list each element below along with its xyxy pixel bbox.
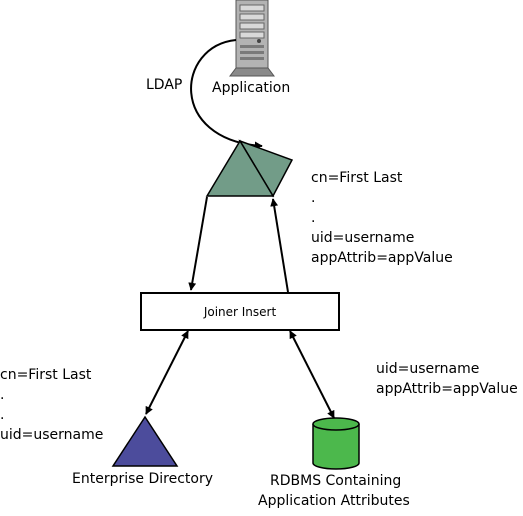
joiner-insert-box: Joiner Insert	[140, 292, 340, 331]
arrow-vdir-to-joiner	[188, 196, 208, 291]
enterprise-directory-icon	[111, 415, 179, 467]
arrow-joiner-rdbms	[289, 330, 335, 419]
attribute-line: uid=username	[0, 427, 104, 443]
arrow-joiner-enterprise	[145, 330, 189, 415]
attribute-line: uid=username	[311, 230, 415, 246]
database-cylinder-icon	[312, 417, 360, 470]
attribute-line: appAttrib=appValue	[376, 381, 518, 397]
virtual-directory-attributes: cn=First Last . . uid=username appAttrib…	[311, 168, 453, 268]
joiner-insert-label: Joiner Insert	[203, 304, 277, 319]
rdbms-attributes: uid=username appAttrib=appValue	[376, 359, 518, 399]
rdbms-label-line2: Application Attributes	[258, 493, 410, 509]
attribute-line: uid=username	[376, 361, 480, 377]
ldap-label: LDAP	[146, 77, 183, 93]
rdbms-label-line1: RDBMS Containing	[270, 473, 402, 489]
enterprise-directory-label: Enterprise Directory	[72, 471, 213, 487]
server-icon	[229, 0, 275, 77]
attribute-line: appAttrib=appValue	[311, 250, 453, 266]
attribute-line: .	[0, 387, 5, 403]
attribute-line: .	[0, 407, 5, 423]
attribute-line: cn=First Last	[311, 170, 403, 186]
attribute-line: cn=First Last	[0, 367, 92, 383]
virtual-directory-icon	[205, 139, 294, 198]
application-label: Application	[212, 80, 291, 96]
attribute-line: .	[311, 210, 316, 226]
enterprise-directory-attributes: cn=First Last . . uid=username	[0, 365, 103, 445]
ldap-connection	[190, 39, 263, 150]
arrow-joiner-to-vdir	[270, 198, 289, 293]
attribute-line: .	[311, 190, 316, 206]
